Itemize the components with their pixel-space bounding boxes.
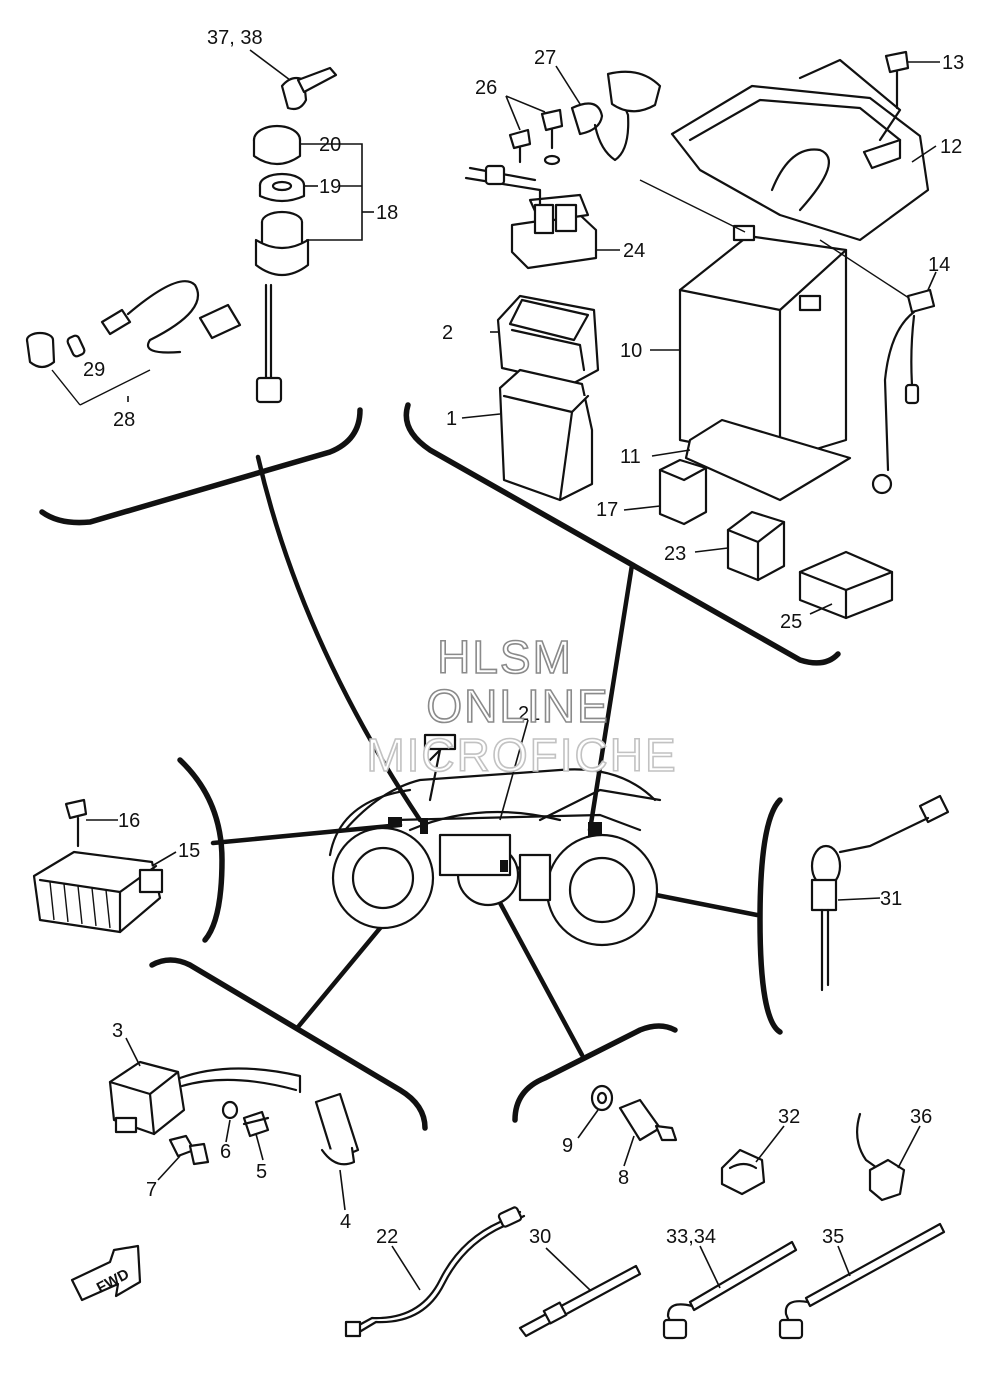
callout-20: 20	[319, 134, 341, 156]
watermark-line-2: ONLINE	[426, 680, 609, 732]
callout-23: 23	[664, 543, 686, 565]
callout-31: 31	[880, 888, 902, 910]
cable-tie-33-34	[662, 1240, 798, 1340]
cdi-holder-2	[496, 294, 600, 386]
callout-25: 25	[780, 611, 802, 633]
callout-26: 26	[475, 77, 497, 99]
callout-19: 19	[319, 176, 341, 198]
nut-7	[168, 1134, 210, 1166]
callout-36: 36	[910, 1106, 932, 1128]
bolt-16	[64, 798, 88, 848]
fwd-direction-badge: FWD	[70, 1244, 142, 1302]
callout-7: 7	[146, 1179, 157, 1201]
callout-6: 6	[220, 1141, 231, 1163]
callout-18: 18	[376, 202, 398, 224]
callout-33-34: 33,34	[666, 1226, 716, 1248]
bolt-5	[242, 1110, 270, 1138]
fuse-holder-17	[658, 458, 708, 526]
callout-30: 30	[529, 1226, 551, 1248]
callout-21: 21	[518, 703, 540, 725]
callout-35: 35	[822, 1226, 844, 1248]
washer-6	[221, 1100, 239, 1120]
battery-cover-12	[670, 58, 930, 242]
cable-tie-30	[518, 1264, 642, 1338]
callout-8: 8	[618, 1167, 629, 1189]
rectifier-15	[32, 850, 164, 934]
callout-14: 14	[928, 254, 950, 276]
callout-1: 1	[446, 408, 457, 430]
clamp-36	[855, 1112, 906, 1202]
washer-9	[590, 1084, 614, 1112]
watermark: HLSM ONLINE MICROFICHE	[366, 630, 677, 782]
callout-29: 29	[83, 359, 105, 381]
callout-2: 2	[442, 322, 453, 344]
neutral-switch-31	[810, 794, 950, 992]
callout-9: 9	[562, 1135, 573, 1157]
battery-cable-27	[570, 70, 662, 162]
callout-32: 32	[778, 1106, 800, 1128]
bolt-13	[884, 50, 910, 110]
callout-5: 5	[256, 1161, 267, 1183]
sensor-8	[618, 1098, 678, 1142]
callout-15: 15	[178, 840, 200, 862]
callout-24: 24	[623, 240, 645, 262]
battery-pad-11	[684, 418, 852, 502]
ignition-coil-3	[108, 1060, 302, 1136]
atv-illustration	[328, 733, 662, 947]
callout-12: 12	[940, 136, 962, 158]
callout-22: 22	[376, 1226, 398, 1248]
cable-tie-35	[778, 1222, 946, 1340]
bolts-26	[508, 108, 564, 166]
lead-22	[344, 1206, 526, 1338]
battery-10	[639, 179, 913, 462]
negative-lead-14	[871, 288, 936, 495]
plug-cap-4	[314, 1092, 360, 1166]
relay-23	[726, 510, 786, 582]
cdi-unit-1	[498, 368, 594, 502]
watermark-line-3: MICROFICHE	[366, 729, 677, 781]
watermark-line-1: HLSM	[437, 631, 573, 683]
callout-16: 16	[118, 810, 140, 832]
callout-27: 27	[534, 47, 556, 69]
callout-11: 11	[620, 446, 641, 468]
main-switch-assembly	[252, 66, 338, 404]
connector-set-28-29	[25, 280, 242, 406]
clamp-32	[720, 1148, 766, 1196]
starter-relay-24	[464, 164, 598, 270]
callout-37-38: 37, 38	[207, 27, 263, 49]
callout-13: 13	[942, 52, 964, 74]
callout-28: 28	[113, 409, 135, 431]
callout-17: 17	[596, 499, 618, 521]
callout-10: 10	[620, 340, 642, 362]
callout-labels: 37, 38 20 19 18 29 28 27 26 24 2 1 10 11…	[83, 27, 964, 1248]
callout-leaders	[86, 49, 940, 1291]
pad-25	[798, 550, 894, 620]
callout-4: 4	[340, 1211, 351, 1233]
group-brackets	[39, 402, 841, 1131]
callout-3: 3	[112, 1020, 123, 1042]
